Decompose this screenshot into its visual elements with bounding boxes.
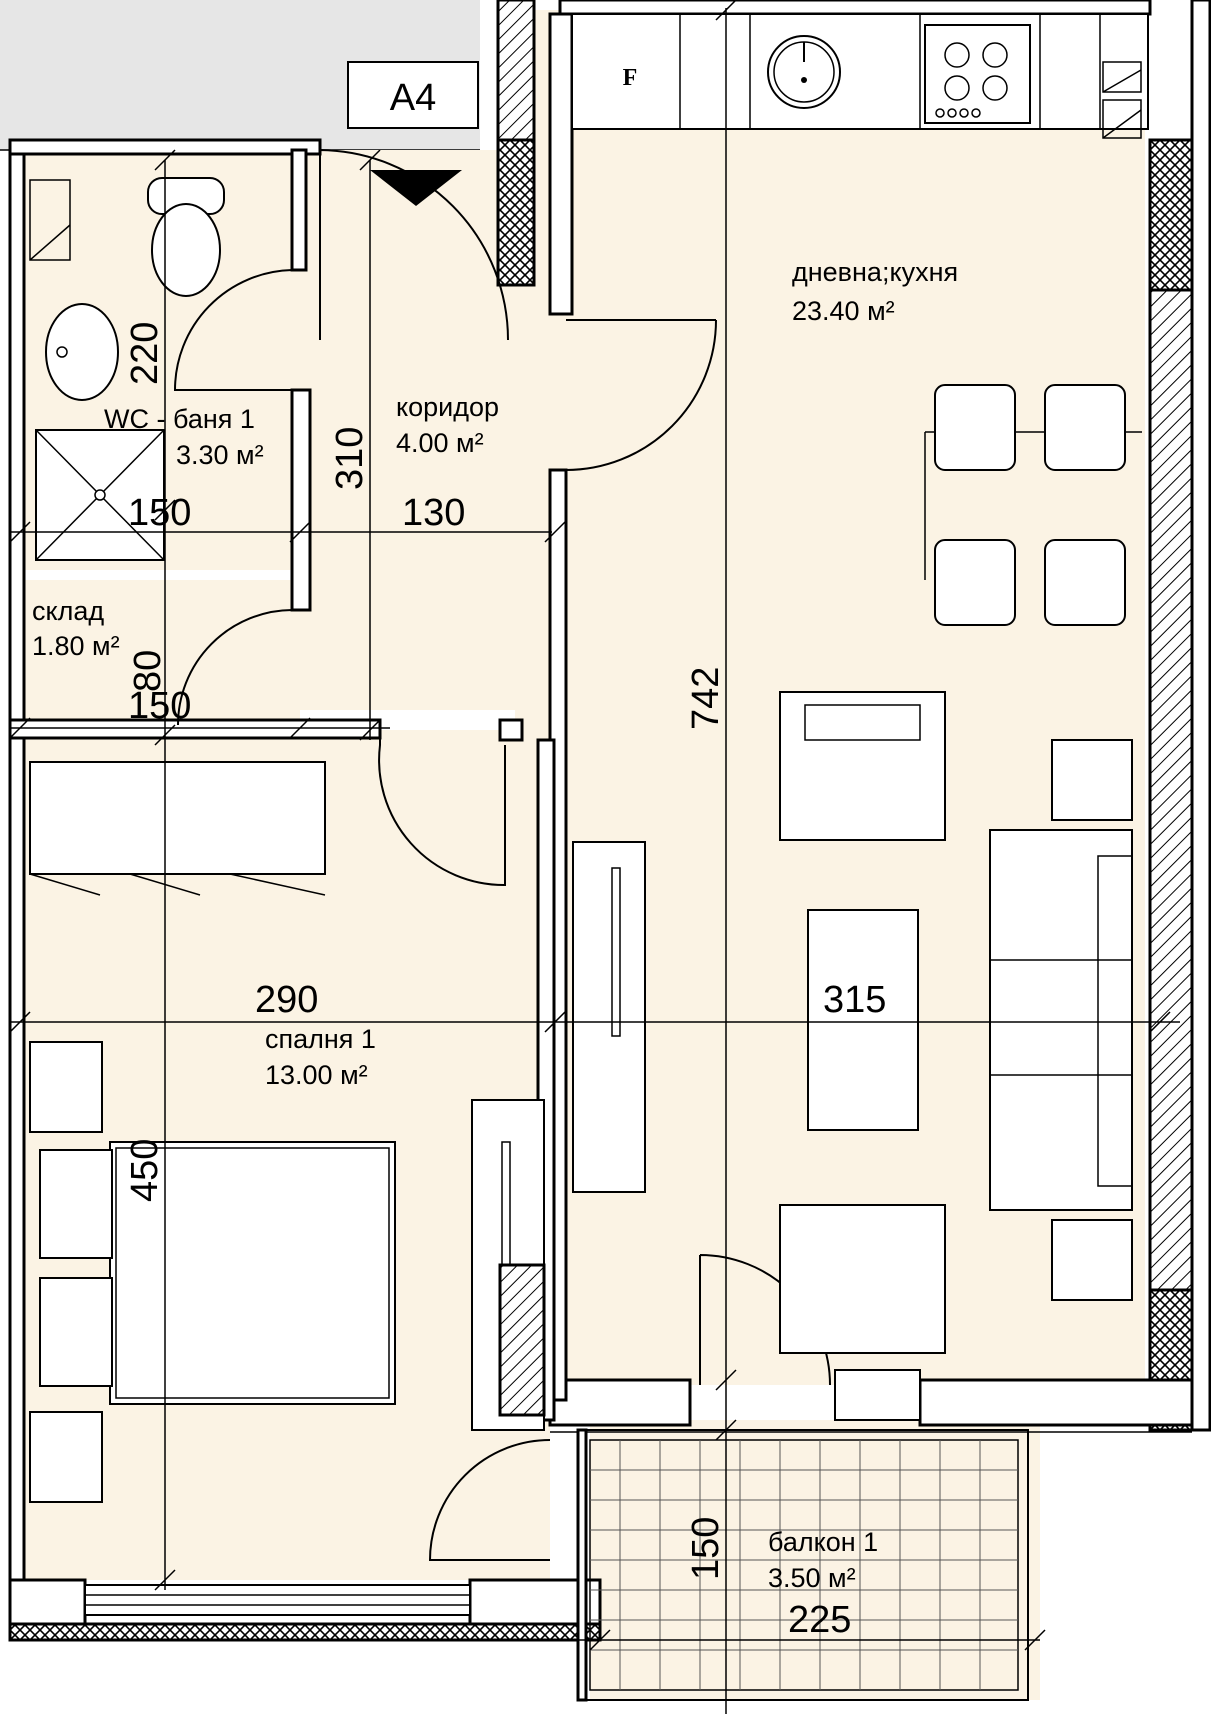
dim-balcony-depth: 150 <box>685 1517 727 1580</box>
wall-top-left-column <box>496 138 536 287</box>
dimension-lines <box>9 0 1180 1714</box>
room-living-name: дневна;кухня <box>792 257 958 287</box>
toilet-icon <box>151 203 221 297</box>
dim-wc-height: 220 <box>124 322 166 385</box>
armchair-top <box>779 691 946 841</box>
washbasin-icon <box>45 303 119 401</box>
wall-bottom-living-a <box>548 1378 692 1427</box>
sofa <box>989 829 1133 1211</box>
fridge-label: F <box>623 65 638 91</box>
kitchen-sink-icon <box>767 35 841 109</box>
living-tv-stand <box>572 841 646 1193</box>
room-balcony-area: 3.50 м² <box>768 1563 856 1593</box>
room-bedroom-area: 13.00 м² <box>265 1060 368 1090</box>
wall-bottom-base <box>8 1622 602 1642</box>
entrance-arrow-icon <box>370 170 462 206</box>
wc-door[interactable] <box>173 269 293 391</box>
room-bedroom-name: спалня 1 <box>265 1024 376 1054</box>
bedroom-door[interactable] <box>378 738 506 887</box>
room-storage-area: 1.80 м² <box>32 631 120 661</box>
room-wc-name: WC - баня 1 <box>104 404 255 434</box>
kitchen-counter <box>571 13 1149 130</box>
storage-floor <box>15 580 300 730</box>
wardrobe <box>29 761 326 875</box>
dim-storage-height: 80 <box>127 650 169 692</box>
nightstand-top <box>29 1041 103 1133</box>
wall-living-corridor-upper <box>548 12 574 316</box>
room-corridor-area: 4.00 м² <box>396 428 484 458</box>
entrance-door[interactable] <box>319 149 509 341</box>
dining-chair-1 <box>934 384 1016 471</box>
storage-door[interactable] <box>177 609 293 726</box>
dim-corridor-width: 130 <box>402 492 465 534</box>
wall-right-outer <box>1190 0 1211 1432</box>
wall-top-wc <box>8 138 322 156</box>
room-corridor-name: коридор <box>396 392 499 422</box>
dim-living-width: 315 <box>823 979 886 1021</box>
dining-chair-3 <box>934 539 1016 626</box>
corridor-floor <box>300 150 515 710</box>
wall-top-dark <box>496 0 536 142</box>
wall-wc-right-2 <box>290 388 312 612</box>
wall-right-hatch <box>1148 288 1194 1292</box>
dim-living-length: 742 <box>685 667 727 730</box>
pillow-top <box>39 1149 113 1259</box>
dim-wc-width: 150 <box>128 492 191 534</box>
side-table-bottom <box>1051 1219 1133 1301</box>
double-bed <box>109 1141 396 1405</box>
wall-bottom-bedroom-a <box>8 1578 87 1626</box>
dim-bedroom-height: 450 <box>124 1139 166 1202</box>
dim-balcony-width: 225 <box>788 1599 851 1641</box>
window-bedroom <box>84 1584 471 1616</box>
room-balcony-name: балкон 1 <box>768 1527 878 1557</box>
wall-storage-bottom <box>8 718 382 740</box>
balcony-step <box>834 1369 921 1421</box>
balcony-tiles <box>590 1440 1018 1690</box>
dim-corridor-height: 310 <box>329 427 371 490</box>
unit-label-box <box>347 61 479 129</box>
nightstand-bottom <box>29 1411 103 1503</box>
room-living-area: 23.40 м² <box>792 296 895 326</box>
dim-bedroom-width: 290 <box>255 979 318 1021</box>
wall-wc-right <box>290 148 308 272</box>
wall-left <box>8 138 26 1617</box>
living-door[interactable] <box>565 319 717 471</box>
coffee-table <box>807 909 919 1131</box>
unit-label: A4 <box>390 77 436 119</box>
bedroom-balcony-door[interactable] <box>428 1439 551 1561</box>
room-wc-area: 3.30 м² <box>176 440 264 470</box>
dim-storage-width: 150 <box>128 685 191 727</box>
stove-icon <box>924 24 1031 124</box>
wall-bottom-living-b <box>918 1378 1194 1427</box>
pillow-bottom <box>39 1277 113 1387</box>
dining-chair-4 <box>1044 539 1126 626</box>
wall-corridor-bedroom <box>498 718 524 742</box>
balcony-wall <box>576 1428 588 1702</box>
bedroom-column <box>498 1263 546 1417</box>
side-table-top <box>1051 739 1133 821</box>
wall-right-top <box>1148 138 1194 292</box>
dining-chair-2 <box>1044 384 1126 471</box>
room-storage-name: склад <box>32 596 104 626</box>
wall-top-living <box>558 0 1152 16</box>
armchair-bottom <box>779 1204 946 1354</box>
